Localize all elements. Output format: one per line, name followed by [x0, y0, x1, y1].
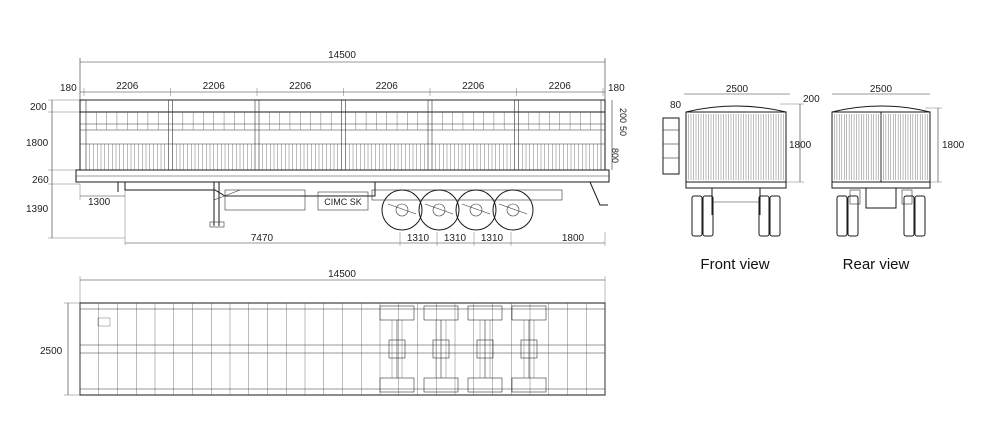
spring: [424, 203, 454, 215]
axle-wheels-top: [423, 305, 459, 321]
rear-slats: [834, 114, 928, 180]
top-width-label: 2500: [40, 346, 63, 357]
front-view: 2500 80 200 1800 Front view: [662, 84, 820, 273]
axle-wheels-top: [379, 305, 415, 321]
vertical-small-c: 800: [610, 148, 620, 163]
top-rail-label: 200: [30, 102, 47, 113]
kingpin-to-axle-label: 7470: [251, 233, 274, 244]
axle-wheels-bottom: [467, 377, 503, 393]
floor-height-label: 260: [32, 175, 49, 186]
wheel-hub: [432, 203, 446, 217]
axle-wheels-bottom: [423, 377, 459, 393]
kingpin-offset-label: 1300: [88, 197, 111, 208]
top-overall-length: 14500: [328, 269, 356, 280]
spring: [498, 203, 528, 215]
wheel-hub: [469, 203, 483, 217]
front-height-label: 1800: [789, 140, 812, 151]
front-offset-right-label: 200: [803, 94, 820, 105]
axle-spacing-3-label: 1310: [481, 233, 504, 244]
axle-hub: [432, 339, 450, 359]
front-overhang-label: 180: [60, 83, 77, 94]
axle-spacing-1-label: 1310: [407, 233, 430, 244]
axle-wheels-bottom: [511, 377, 547, 393]
axle-hub: [476, 339, 494, 359]
vertical-small-a: 200: [618, 108, 628, 123]
bay-dimensions: 2206 2206 2206 2206 2206 2206: [83, 81, 604, 96]
wheel: [381, 189, 423, 231]
side-bays: [85, 99, 602, 171]
axle-hub: [388, 339, 406, 359]
bay-dimension-label: 2206: [549, 81, 572, 92]
kingpin-height-label: 1390: [26, 204, 49, 215]
sidewall-height-label: 1800: [26, 138, 49, 149]
top-view: 14500 2500: [40, 269, 606, 396]
axle-wheels-top: [511, 305, 547, 321]
side-view: 14500 2206 2206 2206 2206 2206 2206 180 180 2…: [26, 50, 628, 246]
front-slats: [688, 114, 784, 180]
front-offset-left-label: 80: [670, 100, 682, 111]
top-ribs: [79, 303, 606, 395]
rear-view: 2500 1800 Rear view: [831, 84, 965, 273]
rear-overhang-axle-label: 1800: [562, 233, 585, 244]
bay-dimension-label: 2206: [376, 81, 399, 92]
rear-view-caption: Rear view: [843, 256, 910, 273]
top-axles: [379, 305, 547, 393]
wheel: [418, 189, 460, 231]
bay-dimension-label: 2206: [289, 81, 312, 92]
bay-dimension-label: 2206: [462, 81, 485, 92]
wheel: [455, 189, 497, 231]
wheel: [492, 189, 534, 231]
bay-dimension-label: 2206: [203, 81, 226, 92]
wheel-hub: [506, 203, 520, 217]
axle-hub: [520, 339, 538, 359]
rear-width-label: 2500: [870, 84, 893, 95]
bay-dimension-label: 2206: [116, 81, 139, 92]
front-view-caption: Front view: [700, 256, 769, 273]
spring: [387, 203, 417, 215]
side-wheels: [381, 189, 534, 231]
plate-text: CIMC SK: [324, 197, 362, 207]
rear-height-label: 1800: [942, 140, 965, 151]
spring: [461, 203, 491, 215]
rear-overhang-label: 180: [608, 83, 625, 94]
wheel-hub: [395, 203, 409, 217]
axle-spacing-2-label: 1310: [444, 233, 467, 244]
axle-wheels-bottom: [379, 377, 415, 393]
front-width-label: 2500: [726, 84, 749, 95]
side-overall-length: 14500: [328, 50, 356, 61]
axle-wheels-top: [467, 305, 503, 321]
vertical-small-b: 50: [618, 126, 628, 136]
